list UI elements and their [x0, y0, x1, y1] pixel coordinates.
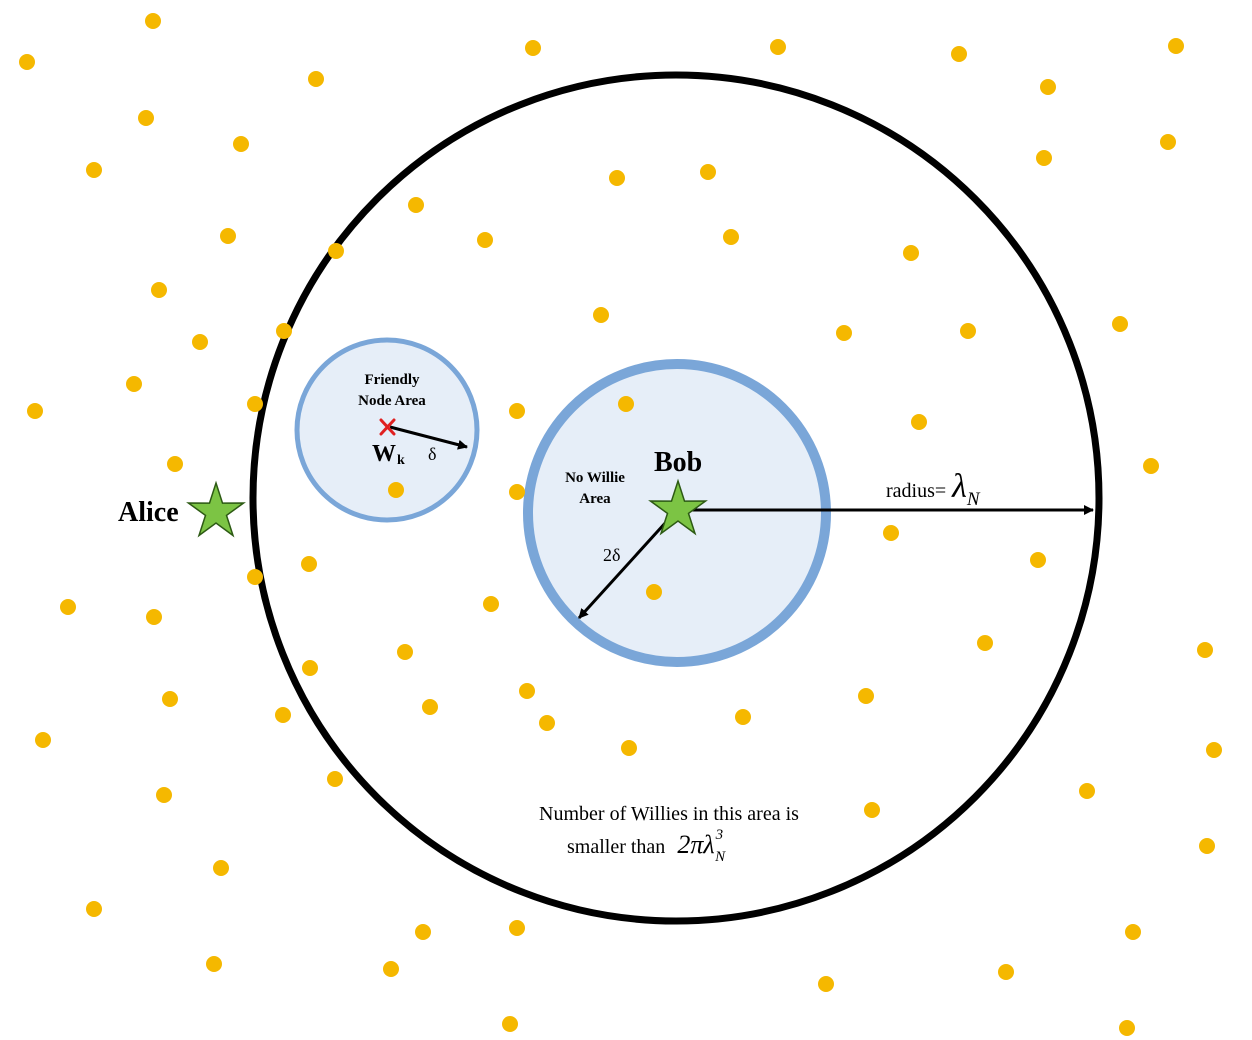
radius-label: radius=λN: [886, 468, 981, 510]
dot-icon: [301, 556, 317, 572]
dot-icon: [151, 282, 167, 298]
dot-icon: [213, 860, 229, 876]
dot-icon: [998, 964, 1014, 980]
dot-icon: [509, 484, 525, 500]
dot-icon: [397, 644, 413, 660]
dot-icon: [477, 232, 493, 248]
dot-icon: [162, 691, 178, 707]
dot-icon: [233, 136, 249, 152]
dot-icon: [328, 243, 344, 259]
dot-icon: [700, 164, 716, 180]
dot-icon: [858, 688, 874, 704]
dot-icon: [539, 715, 555, 731]
dot-icon: [1125, 924, 1141, 940]
dot-icon: [35, 732, 51, 748]
no-willie-area-label-line1: No Willie: [565, 470, 625, 486]
dot-icon: [1030, 552, 1046, 568]
willie-nodes-inside: [247, 164, 1046, 818]
friendly-node-area-circle: [294, 337, 480, 523]
dot-icon: [383, 961, 399, 977]
dot-icon: [388, 482, 404, 498]
dot-icon: [483, 596, 499, 612]
dot-icon: [206, 956, 222, 972]
outer-boundary-circle: [249, 71, 1103, 925]
two-delta-arrow: [577, 508, 679, 620]
dot-icon: [86, 901, 102, 917]
dot-icon: [1143, 458, 1159, 474]
dot-icon: [525, 40, 541, 56]
dot-icon: [308, 71, 324, 87]
willie-label: Wk: [372, 441, 405, 468]
alice-label: Alice: [118, 497, 179, 528]
dot-icon: [167, 456, 183, 472]
dot-icon: [1197, 642, 1213, 658]
dot-icon: [1036, 150, 1052, 166]
dot-icon: [723, 229, 739, 245]
dot-icon: [1168, 38, 1184, 54]
dot-icon: [509, 920, 525, 936]
dot-icon: [1040, 79, 1056, 95]
dot-icon: [192, 334, 208, 350]
dot-icon: [770, 39, 786, 55]
willie-nodes: [19, 13, 1222, 1036]
dot-icon: [735, 709, 751, 725]
dot-icon: [960, 323, 976, 339]
dot-icon: [1199, 838, 1215, 854]
dot-icon: [126, 376, 142, 392]
dot-icon: [911, 414, 927, 430]
dot-icon: [864, 802, 880, 818]
two-delta-label: 2δ: [603, 545, 620, 565]
dot-icon: [618, 396, 634, 412]
dot-icon: [883, 525, 899, 541]
dot-icon: [156, 787, 172, 803]
dot-icon: [145, 13, 161, 29]
note-line1: Number of Willies in this area is: [539, 803, 799, 825]
bob-label: Bob: [654, 447, 702, 478]
dot-icon: [60, 599, 76, 615]
dot-icon: [86, 162, 102, 178]
dot-icon: [509, 403, 525, 419]
dot-icon: [593, 307, 609, 323]
dot-icon: [247, 569, 263, 585]
dot-icon: [502, 1016, 518, 1032]
dot-icon: [646, 584, 662, 600]
alice-star-icon: [186, 480, 246, 538]
dot-icon: [1119, 1020, 1135, 1036]
delta-label: δ: [428, 444, 436, 464]
dot-icon: [422, 699, 438, 715]
no-willie-area-label-line2: Area: [579, 491, 611, 507]
dot-icon: [247, 396, 263, 412]
dot-icon: [27, 403, 43, 419]
friendly-area-label-line2: Node Area: [358, 393, 426, 409]
x-mark-icon: [379, 418, 396, 436]
dot-icon: [327, 771, 343, 787]
dot-icon: [1160, 134, 1176, 150]
dot-icon: [951, 46, 967, 62]
dot-icon: [19, 54, 35, 70]
dot-icon: [519, 683, 535, 699]
dot-icon: [138, 110, 154, 126]
bob-star-icon: [648, 478, 708, 536]
dot-icon: [621, 740, 637, 756]
dot-icon: [146, 609, 162, 625]
dot-icon: [408, 197, 424, 213]
dot-icon: [275, 707, 291, 723]
delta-arrow: [389, 425, 468, 450]
dot-icon: [1079, 783, 1095, 799]
dot-icon: [276, 323, 292, 339]
dot-icon: [609, 170, 625, 186]
dot-icon: [977, 635, 993, 651]
dot-icon: [818, 976, 834, 992]
dot-icon: [903, 245, 919, 261]
dot-icon: [836, 325, 852, 341]
dot-icon: [1112, 316, 1128, 332]
friendly-area-label-line1: Friendly: [365, 372, 420, 388]
dot-icon: [302, 660, 318, 676]
dot-icon: [1206, 742, 1222, 758]
dot-icon: [220, 228, 236, 244]
dot-icon: [415, 924, 431, 940]
